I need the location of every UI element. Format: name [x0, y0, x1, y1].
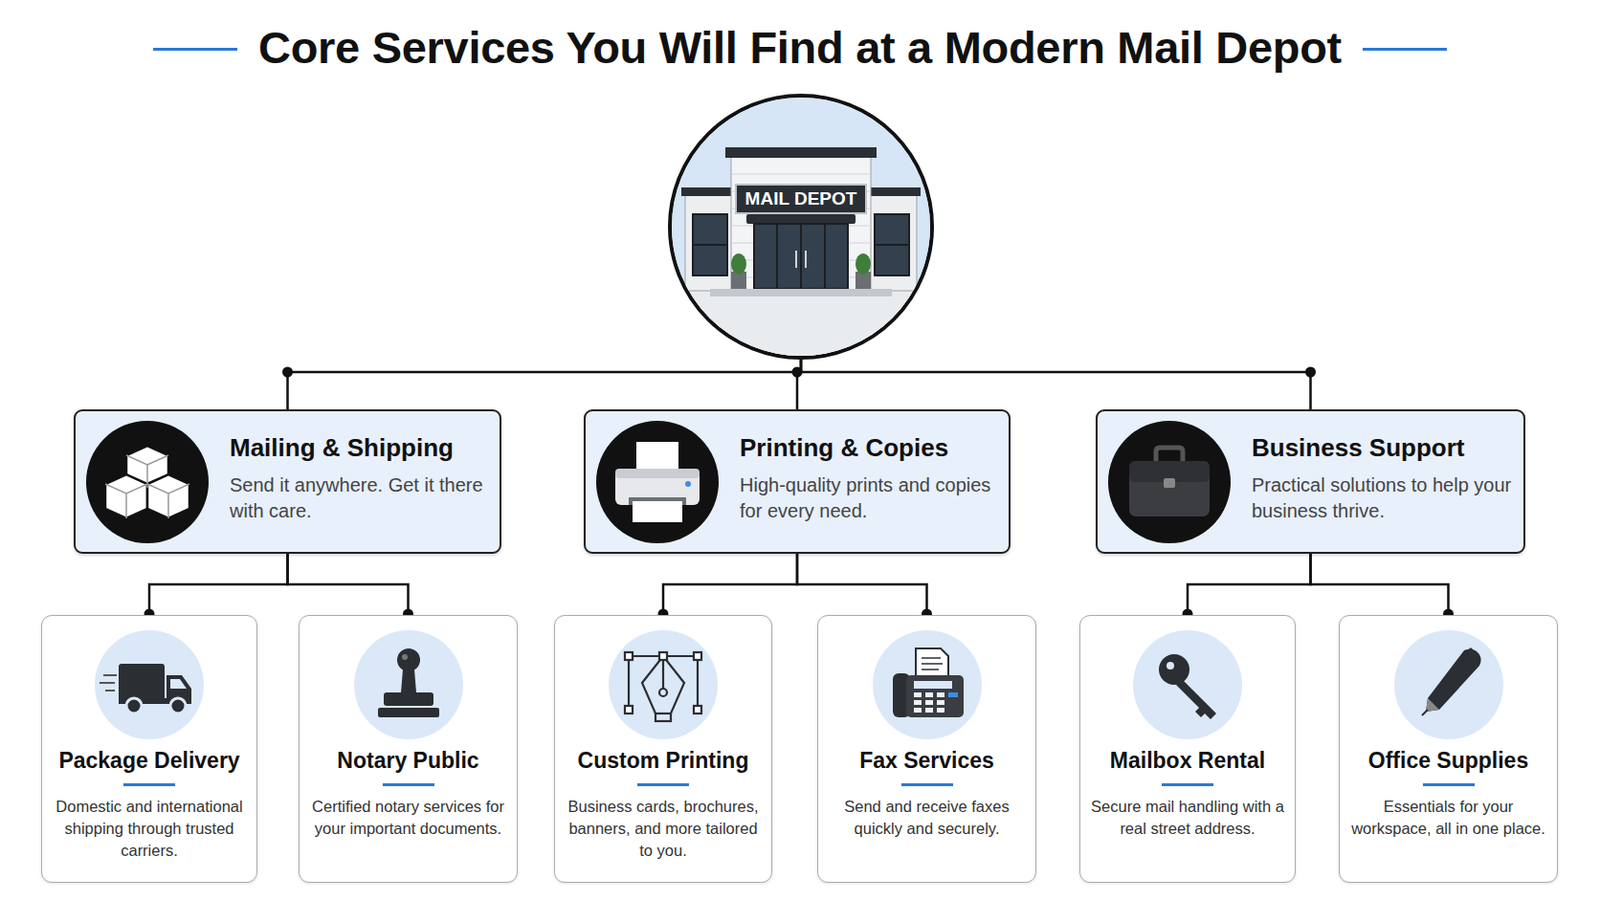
boxes-icon	[84, 419, 211, 546]
building-sign: MAIL DEPOT	[734, 183, 868, 215]
connector-line	[1187, 554, 1312, 616]
pen-tool-icon	[607, 629, 719, 741]
service-card: Office SuppliesEssentials for your works…	[1338, 615, 1558, 884]
text-holder: Custom PrintingBusiness cards, brochures…	[564, 748, 762, 863]
text-holder: Notary PublicCertified notary services f…	[309, 748, 508, 841]
text-holder: Office SuppliesEssentials for your works…	[1349, 748, 1548, 841]
box-heading: Mailing & Shipping	[229, 434, 489, 464]
title-rule	[1362, 47, 1447, 51]
box-description: Send it anywhere. Get it there with care…	[229, 472, 489, 526]
box-description: Secure mail handling with a real street …	[1089, 796, 1286, 841]
accent-underline	[1161, 783, 1214, 787]
category-box: Printing & CopiesHigh-quality prints and…	[583, 409, 1011, 555]
box-description: Essentials for your workspace, all in on…	[1349, 796, 1548, 841]
box-heading: Printing & Copies	[739, 434, 998, 464]
text-holder: Business SupportPractical solutions to h…	[1251, 434, 1512, 526]
junction-dot	[282, 367, 293, 378]
connector-line	[288, 359, 802, 410]
connector-line	[663, 554, 798, 616]
briefcase-icon	[1106, 419, 1233, 546]
box-description: Domestic and international shipping thro…	[51, 796, 247, 863]
printer-icon	[594, 419, 721, 546]
text-holder: Fax ServicesSend and receive faxes quick…	[827, 748, 1026, 841]
box-heading: Notary Public	[309, 748, 508, 776]
service-card: Custom PrintingBusiness cards, brochures…	[554, 615, 773, 884]
box-description: Practical solutions to help your busines…	[1251, 472, 1512, 526]
category-box: Mailing & ShippingSend it anywhere. Get …	[73, 409, 502, 555]
accent-underline	[901, 783, 954, 787]
service-card: Notary PublicCertified notary services f…	[298, 615, 518, 884]
fax-icon	[871, 629, 983, 741]
box-heading: Fax Services	[827, 748, 1026, 776]
building-illustration	[671, 97, 931, 356]
box-description: High-quality prints and copies for every…	[739, 472, 998, 526]
truck-icon	[93, 629, 205, 741]
connector-line	[288, 554, 409, 616]
connector-line	[1311, 554, 1449, 616]
box-description: Business cards, brochures, banners, and …	[564, 796, 762, 863]
accent-underline	[1422, 783, 1475, 787]
box-heading: Custom Printing	[564, 748, 762, 776]
stamp-icon	[353, 629, 465, 741]
box-description: Send and receive faxes quickly and secur…	[827, 796, 1026, 841]
pen-icon	[1393, 629, 1505, 741]
text-holder: Mailing & ShippingSend it anywhere. Get …	[229, 434, 489, 526]
junction-dot	[1305, 367, 1316, 378]
hub-circle: MAIL DEPOT	[667, 93, 934, 360]
box-heading: Package Delivery	[51, 748, 247, 776]
accent-underline	[637, 783, 689, 787]
text-holder: Package DeliveryDomestic and internation…	[51, 748, 247, 863]
connector-line	[800, 359, 1312, 410]
connector-line	[149, 554, 289, 616]
category-box: Business SupportPractical solutions to h…	[1095, 409, 1526, 555]
box-description: Certified notary services for your impor…	[309, 796, 508, 841]
sign-holder: MAIL DEPOT	[671, 183, 931, 215]
accent-underline	[382, 783, 435, 787]
diagram-title: Core Services You Will Find at a Modern …	[258, 22, 1342, 73]
box-heading: Office Supplies	[1349, 748, 1548, 776]
connector-line	[797, 554, 928, 616]
service-card: Fax ServicesSend and receive faxes quick…	[817, 615, 1037, 884]
service-card: Package DeliveryDomestic and internation…	[41, 615, 258, 884]
service-card: Mailbox RentalSecure mail handling with …	[1079, 615, 1296, 884]
key-icon	[1132, 629, 1244, 741]
text-holder: Mailbox RentalSecure mail handling with …	[1089, 748, 1286, 841]
text-holder: Printing & CopiesHigh-quality prints and…	[739, 434, 998, 526]
box-heading: Mailbox Rental	[1089, 748, 1286, 776]
title-rule	[153, 47, 238, 51]
accent-underline	[123, 783, 176, 787]
box-heading: Business Support	[1251, 434, 1512, 464]
